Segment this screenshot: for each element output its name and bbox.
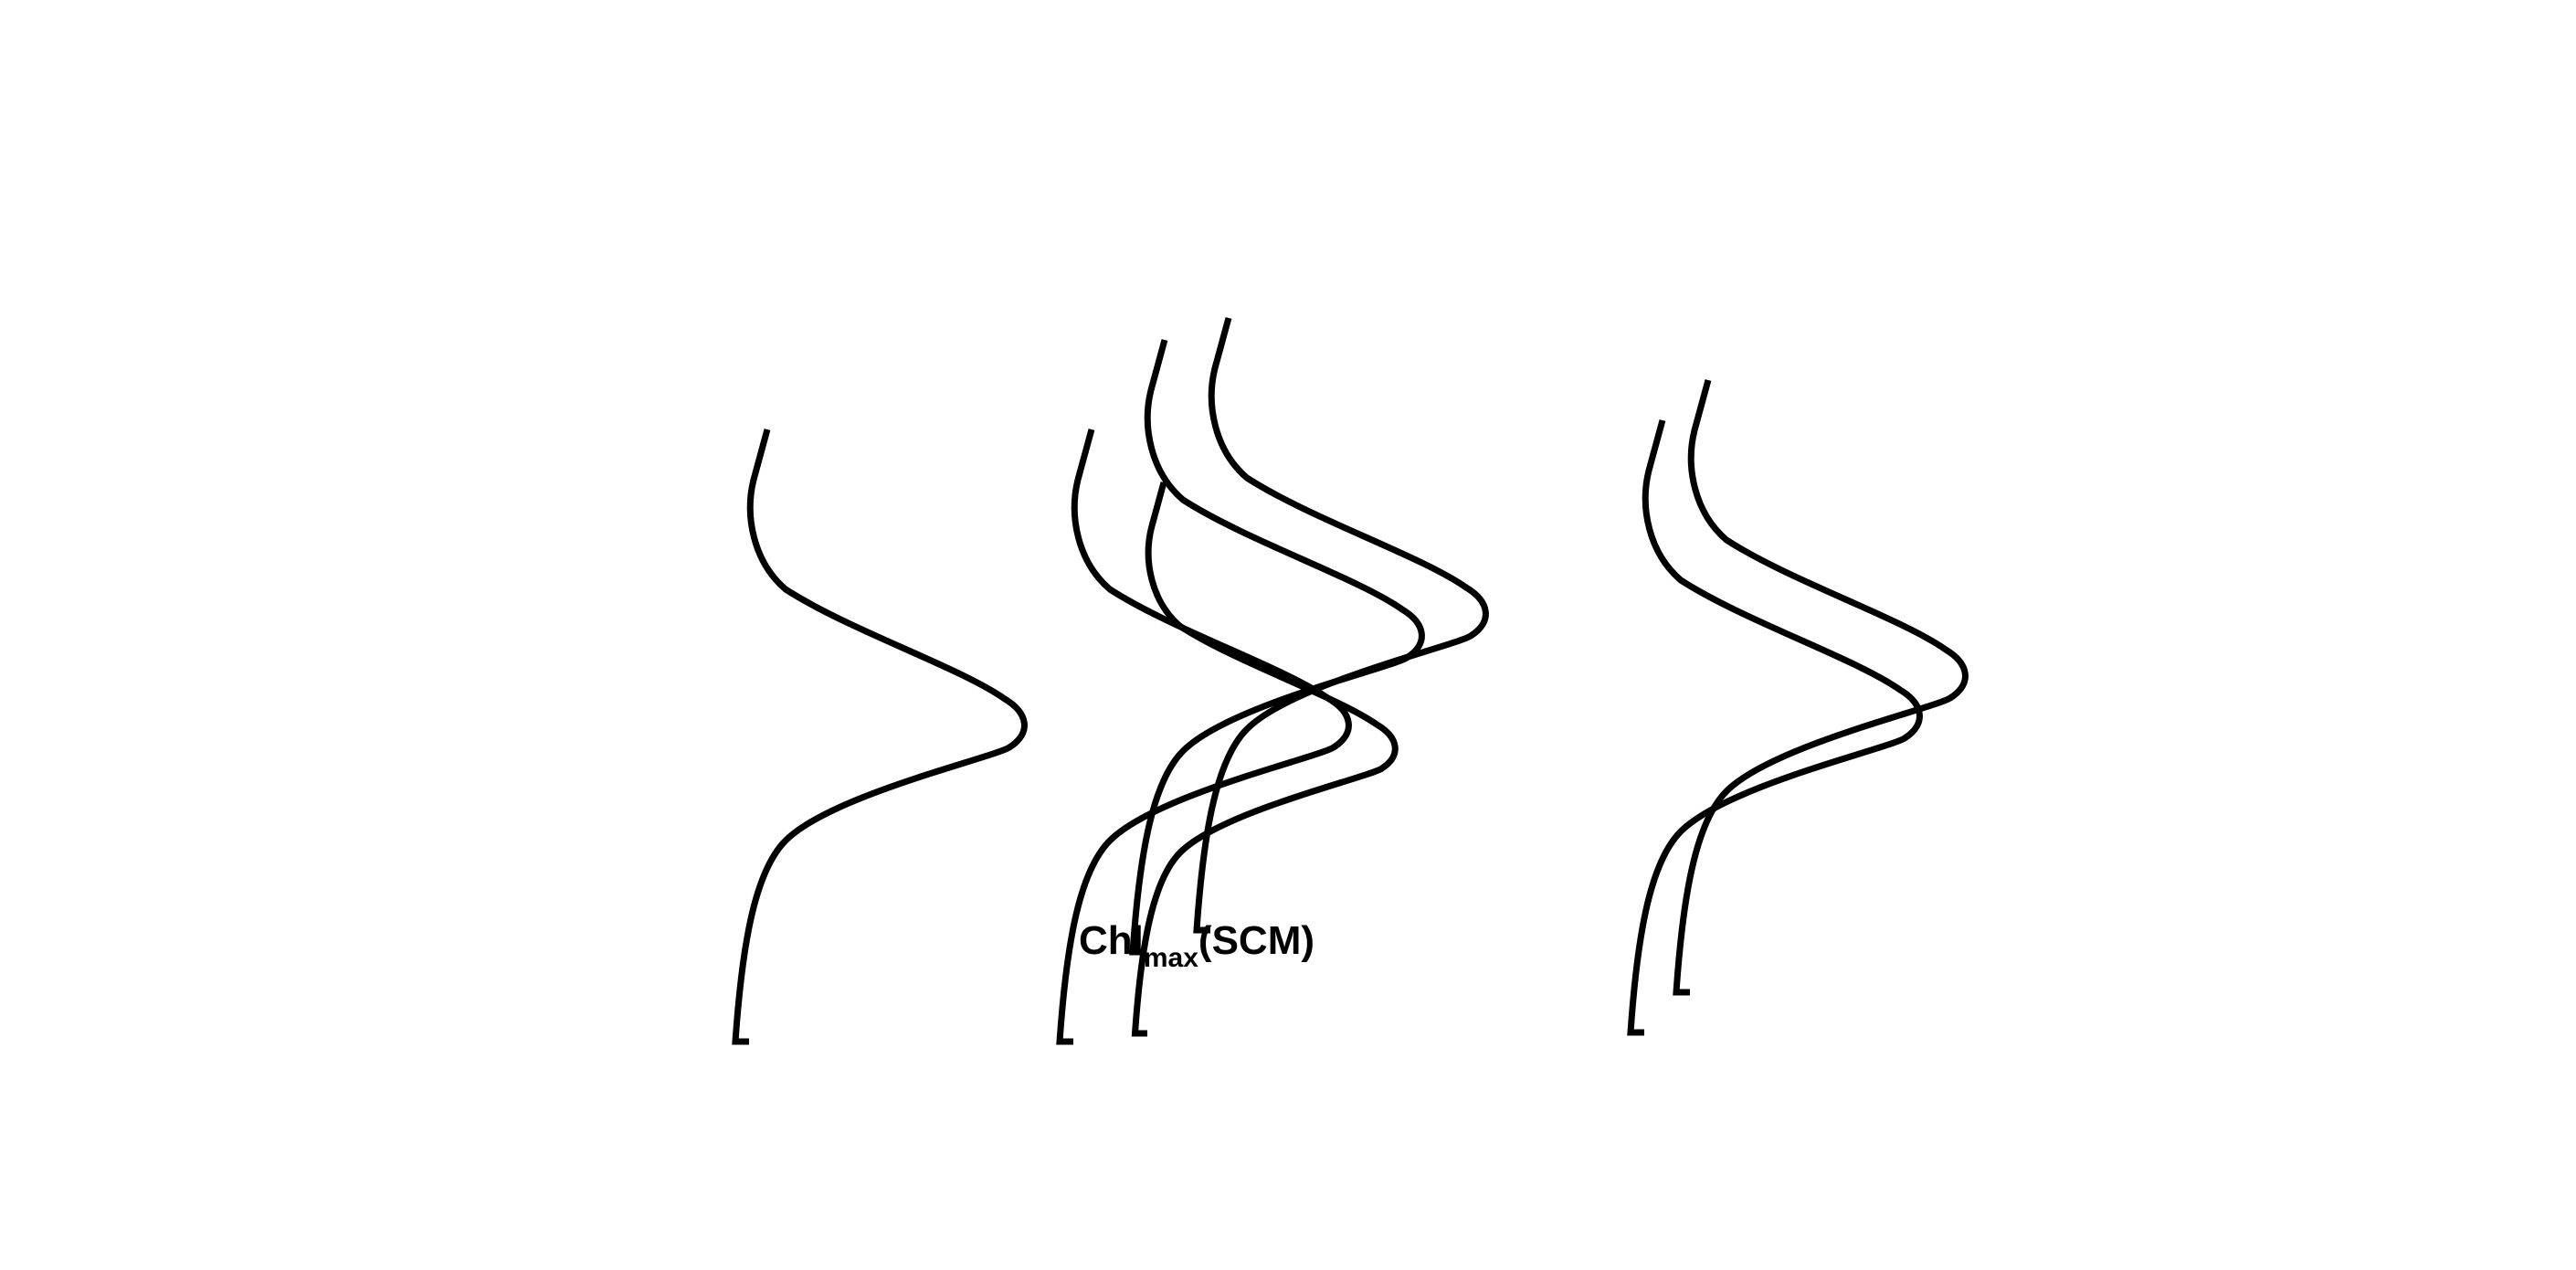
label-suffix: (SCM) — [1198, 918, 1315, 963]
left-group-profile-1 — [732, 429, 1028, 1045]
scm-label: Chlmax(SCM) — [0, 914, 2393, 973]
label-main: Chl — [1078, 918, 1144, 963]
middle-group-profile-4 — [1131, 482, 1399, 1037]
right-group-profile-2 — [1673, 379, 1969, 996]
label-subscript: max — [1143, 943, 1198, 973]
middle-group-profile-1 — [1056, 429, 1352, 1045]
profile-curves — [732, 317, 1969, 1045]
middle-group-profile-3 — [1193, 317, 1489, 934]
middle-group-profile-2 — [1129, 339, 1425, 956]
right-group-profile-1 — [1627, 419, 1923, 1036]
